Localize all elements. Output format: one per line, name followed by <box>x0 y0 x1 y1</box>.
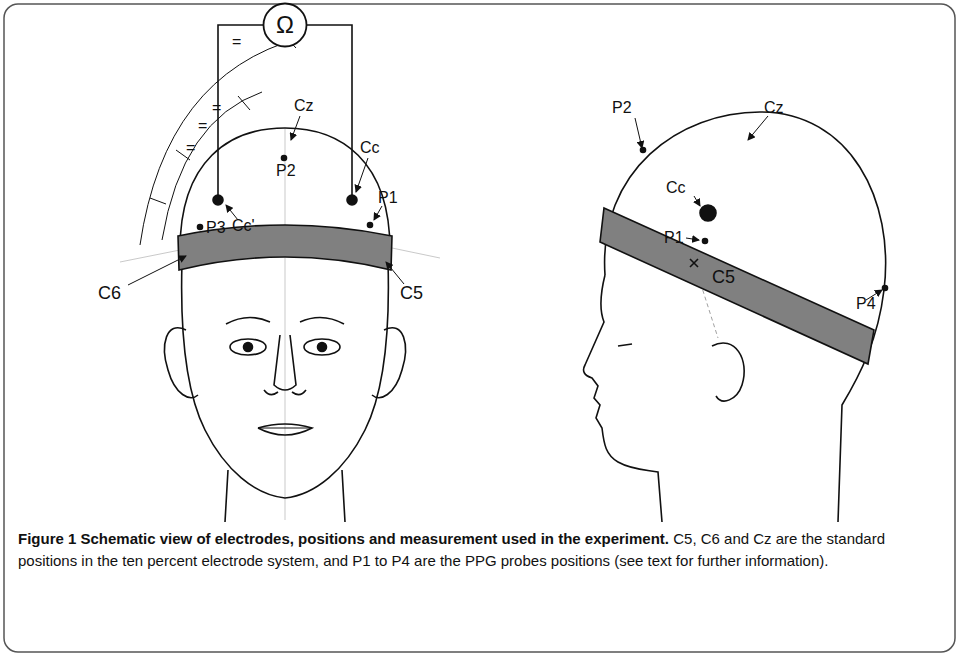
position-label: P1 <box>378 190 398 206</box>
leader-lines <box>128 116 882 300</box>
position-label: Cc <box>666 180 686 196</box>
position-label: C5 <box>400 284 423 302</box>
position-label: C5 <box>712 268 735 286</box>
equal-mark: = <box>186 140 195 156</box>
position-label: P2 <box>276 163 296 179</box>
figure-caption: Figure 1 Schematic view of electrodes, p… <box>18 528 938 572</box>
position-label: Cz <box>294 98 314 114</box>
position-label: P3 <box>206 220 226 236</box>
ohmmeter-circle: Ω <box>262 2 308 48</box>
position-label: Cc' <box>232 218 255 234</box>
front-head <box>120 25 440 522</box>
meter-symbol: Ω <box>276 11 294 39</box>
position-label: C6 <box>98 284 121 302</box>
caption-title: Figure 1 Schematic view of electrodes, p… <box>18 530 669 547</box>
equal-mark: = <box>198 118 207 134</box>
position-label: P2 <box>612 100 632 116</box>
position-label: Cz <box>764 100 784 116</box>
figure-frame <box>4 4 955 652</box>
side-head <box>584 112 888 522</box>
position-label: P1 <box>664 230 684 246</box>
equal-mark: = <box>212 100 221 116</box>
equal-mark: = <box>232 34 241 50</box>
position-label: P4 <box>856 296 876 312</box>
position-label: Cc <box>360 140 380 156</box>
